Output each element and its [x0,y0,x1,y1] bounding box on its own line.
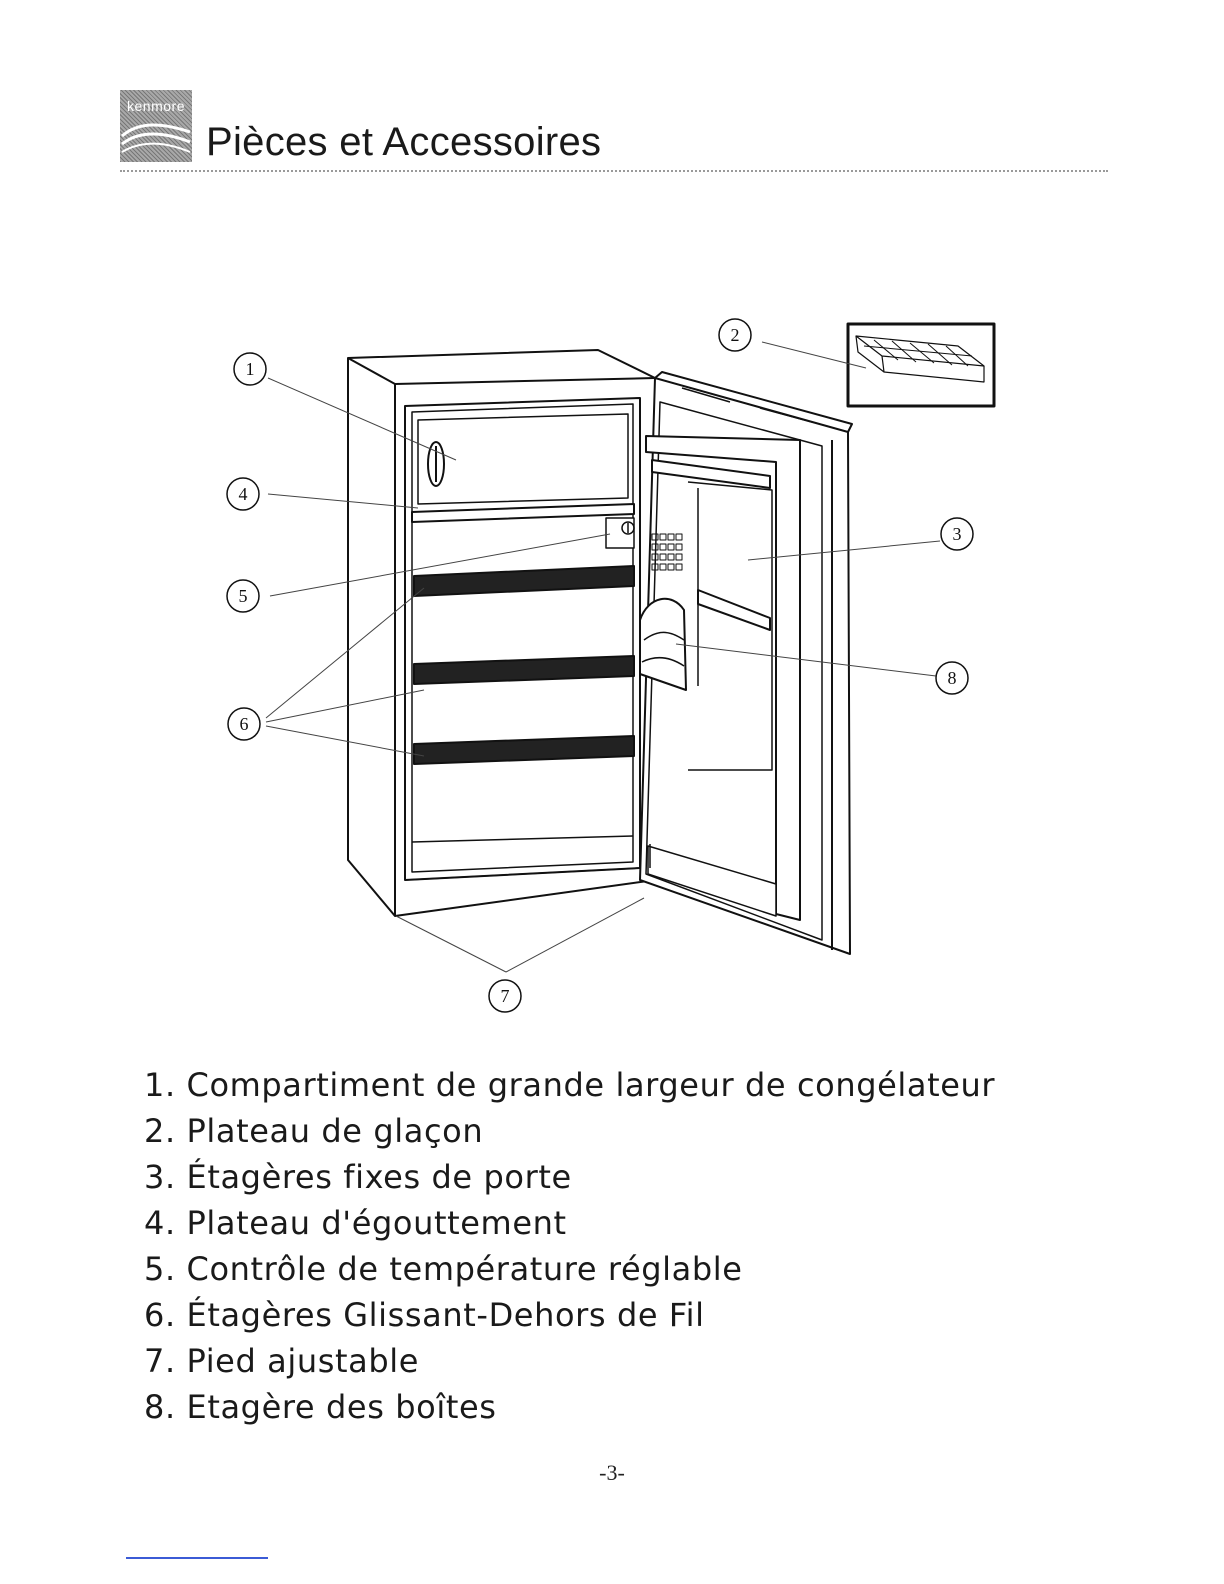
footer-line [126,1557,268,1559]
callout-2: 2 [719,319,751,351]
callout-4: 4 [227,478,259,510]
callout-7: 7 [489,980,521,1012]
list-item: 2. Plateau de glaçon [144,1108,995,1154]
list-item: 6. Étagères Glissant-Dehors de Fil [144,1292,995,1338]
callout-3: 3 [941,518,973,550]
page-number: -3- [0,1460,1224,1486]
callout-8: 8 [936,662,968,694]
ice-tray-inset [848,324,994,406]
cabinet [348,350,655,916]
list-item: 8. Etagère des boîtes [144,1384,995,1430]
list-item: 5. Contrôle de température réglable [144,1246,995,1292]
callout-1-number: 1 [246,359,255,379]
list-item: 1. Compartiment de grande largeur de con… [144,1062,995,1108]
list-item: 3. Étagères fixes de porte [144,1154,995,1200]
callout-4-number: 4 [239,484,248,504]
callout-7-number: 7 [501,986,510,1006]
callout-2-number: 2 [731,325,740,345]
callout-8-number: 8 [948,668,957,688]
callout-5-number: 5 [239,586,248,606]
refrigerator-diagram: 1 2 3 4 5 6 7 8 [0,0,1224,1040]
callout-1: 1 [234,353,266,385]
list-item: 4. Plateau d'égouttement [144,1200,995,1246]
callout-6-number: 6 [240,714,249,734]
callout-5: 5 [227,580,259,612]
parts-list: 1. Compartiment de grande largeur de con… [144,1062,995,1430]
list-item: 7. Pied ajustable [144,1338,995,1384]
temperature-control [606,518,634,548]
callout-3-number: 3 [953,524,962,544]
callout-6: 6 [228,708,260,740]
